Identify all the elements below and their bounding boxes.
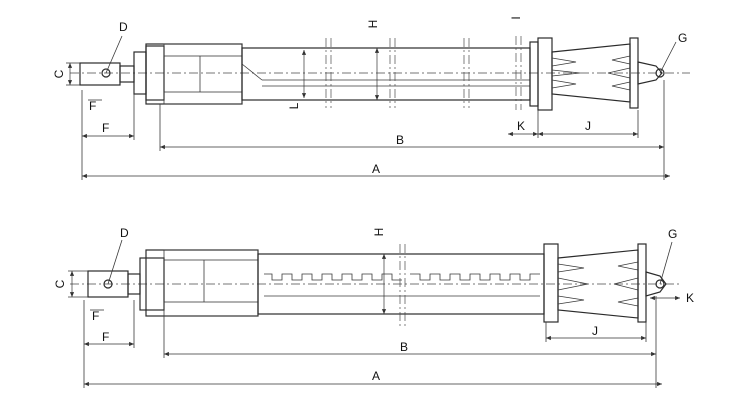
top-label-i: I xyxy=(509,16,523,19)
top-wall-upper xyxy=(163,43,243,57)
bottom-label-j: J xyxy=(592,324,598,338)
bottom-pin-d xyxy=(103,279,113,289)
top-flange xyxy=(537,37,553,111)
top-diagram: H L I C D F F K J B xyxy=(52,16,690,180)
bottom-label-g: G xyxy=(668,227,677,241)
top-wall-lower xyxy=(163,91,243,105)
bottom-pin-g xyxy=(655,279,665,289)
bottom-rack-right xyxy=(410,273,540,281)
bottom-label-a: A xyxy=(372,369,380,383)
top-label-f: F xyxy=(102,121,109,135)
bottom-label-b: B xyxy=(400,340,408,354)
bottom-diagram: H C D F F J K B A G xyxy=(53,226,694,388)
top-label-d: D xyxy=(119,20,128,34)
top-flange-left xyxy=(529,41,539,107)
top-label-c: C xyxy=(52,69,66,78)
top-label-h: H xyxy=(366,20,380,29)
top-label-g: G xyxy=(678,31,687,45)
bottom-label-c: C xyxy=(53,279,67,288)
top-pin-g xyxy=(655,68,665,78)
bottom-label-k: K xyxy=(686,291,694,305)
top-taper xyxy=(241,63,263,81)
bottom-wall-upper xyxy=(163,249,259,261)
bottom-label-h: H xyxy=(372,228,386,237)
top-rod-end xyxy=(79,62,121,86)
top-label-a: A xyxy=(372,162,380,176)
bottom-label-f-small: F xyxy=(92,309,99,323)
top-label-j: J xyxy=(585,119,591,133)
top-label-l: L xyxy=(287,102,301,109)
top-cylinder xyxy=(145,43,243,105)
top-tube xyxy=(241,47,531,101)
bottom-label-f: F xyxy=(102,330,109,344)
top-rod-neck xyxy=(119,65,135,83)
bottom-clevis xyxy=(645,271,667,297)
top-pin-d xyxy=(101,68,111,78)
bottom-d-leader xyxy=(107,239,123,285)
bottom-rack-left xyxy=(264,273,402,281)
top-d-leader xyxy=(105,35,123,74)
top-fins xyxy=(551,55,631,91)
bottom-end-plate xyxy=(637,243,647,323)
top-g-leader xyxy=(659,41,677,74)
bottom-fins xyxy=(557,261,639,307)
top-label-k: K xyxy=(517,119,525,133)
top-label-b: B xyxy=(396,133,404,147)
bottom-cap xyxy=(139,257,165,311)
top-break-marks xyxy=(325,36,522,110)
top-label-f-small: F xyxy=(89,99,96,113)
bottom-flange xyxy=(543,243,559,323)
bottom-label-d: D xyxy=(120,226,129,240)
bottom-wall-lower xyxy=(163,301,259,317)
bottom-g-leader xyxy=(659,241,673,285)
bottom-break-marks xyxy=(399,244,406,326)
